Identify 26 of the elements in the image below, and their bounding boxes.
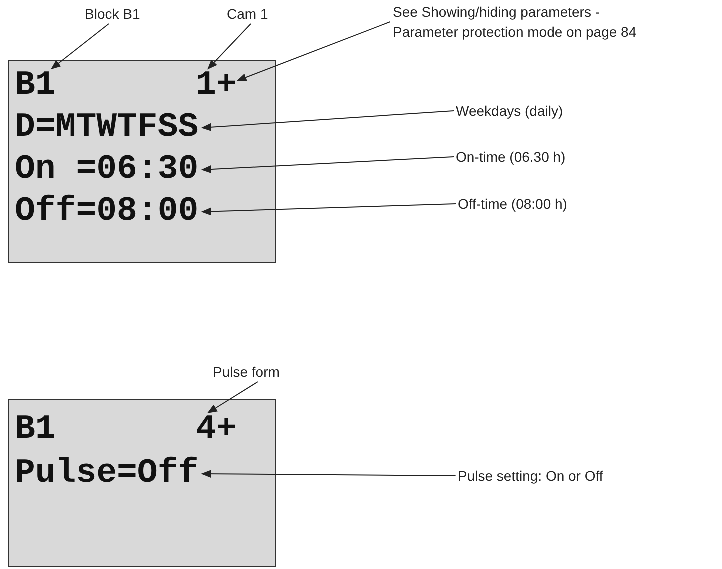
leader-line bbox=[208, 24, 252, 70]
leader-line bbox=[201, 156, 454, 174]
callout-text: Block B1 bbox=[85, 4, 165, 24]
leader-line bbox=[201, 470, 456, 478]
display-text: D=MTWTFSS bbox=[15, 111, 199, 145]
callout-text: Off-time (08:00 h) bbox=[458, 194, 658, 214]
display-text: B1 bbox=[15, 413, 56, 447]
callout-text: Cam 1 bbox=[227, 4, 287, 24]
callout-text: On-time (06.30 h) bbox=[456, 147, 656, 167]
display-text: Off=08:00 bbox=[15, 195, 199, 229]
display-text: Pulse=Off bbox=[15, 457, 199, 491]
callout-text: Weekdays (daily) bbox=[456, 101, 656, 121]
leader-line bbox=[236, 22, 391, 82]
callout-text: See Showing/hiding parameters - Parameter protection mode on page 84 bbox=[393, 2, 655, 42]
callout-text: Pulse form bbox=[213, 362, 313, 382]
lcd-display-panel bbox=[8, 60, 276, 263]
leader-line bbox=[50, 24, 110, 70]
leader-line bbox=[207, 382, 258, 414]
leader-line bbox=[201, 110, 454, 132]
display-text: 4+ bbox=[196, 413, 237, 447]
display-text: B1 bbox=[15, 69, 56, 103]
lcd-display-panel bbox=[8, 399, 276, 567]
callout-text: Pulse setting: On or Off bbox=[458, 466, 678, 486]
display-text: On =06:30 bbox=[15, 153, 199, 187]
display-text: 1+ bbox=[196, 69, 237, 103]
leader-line bbox=[201, 204, 456, 216]
